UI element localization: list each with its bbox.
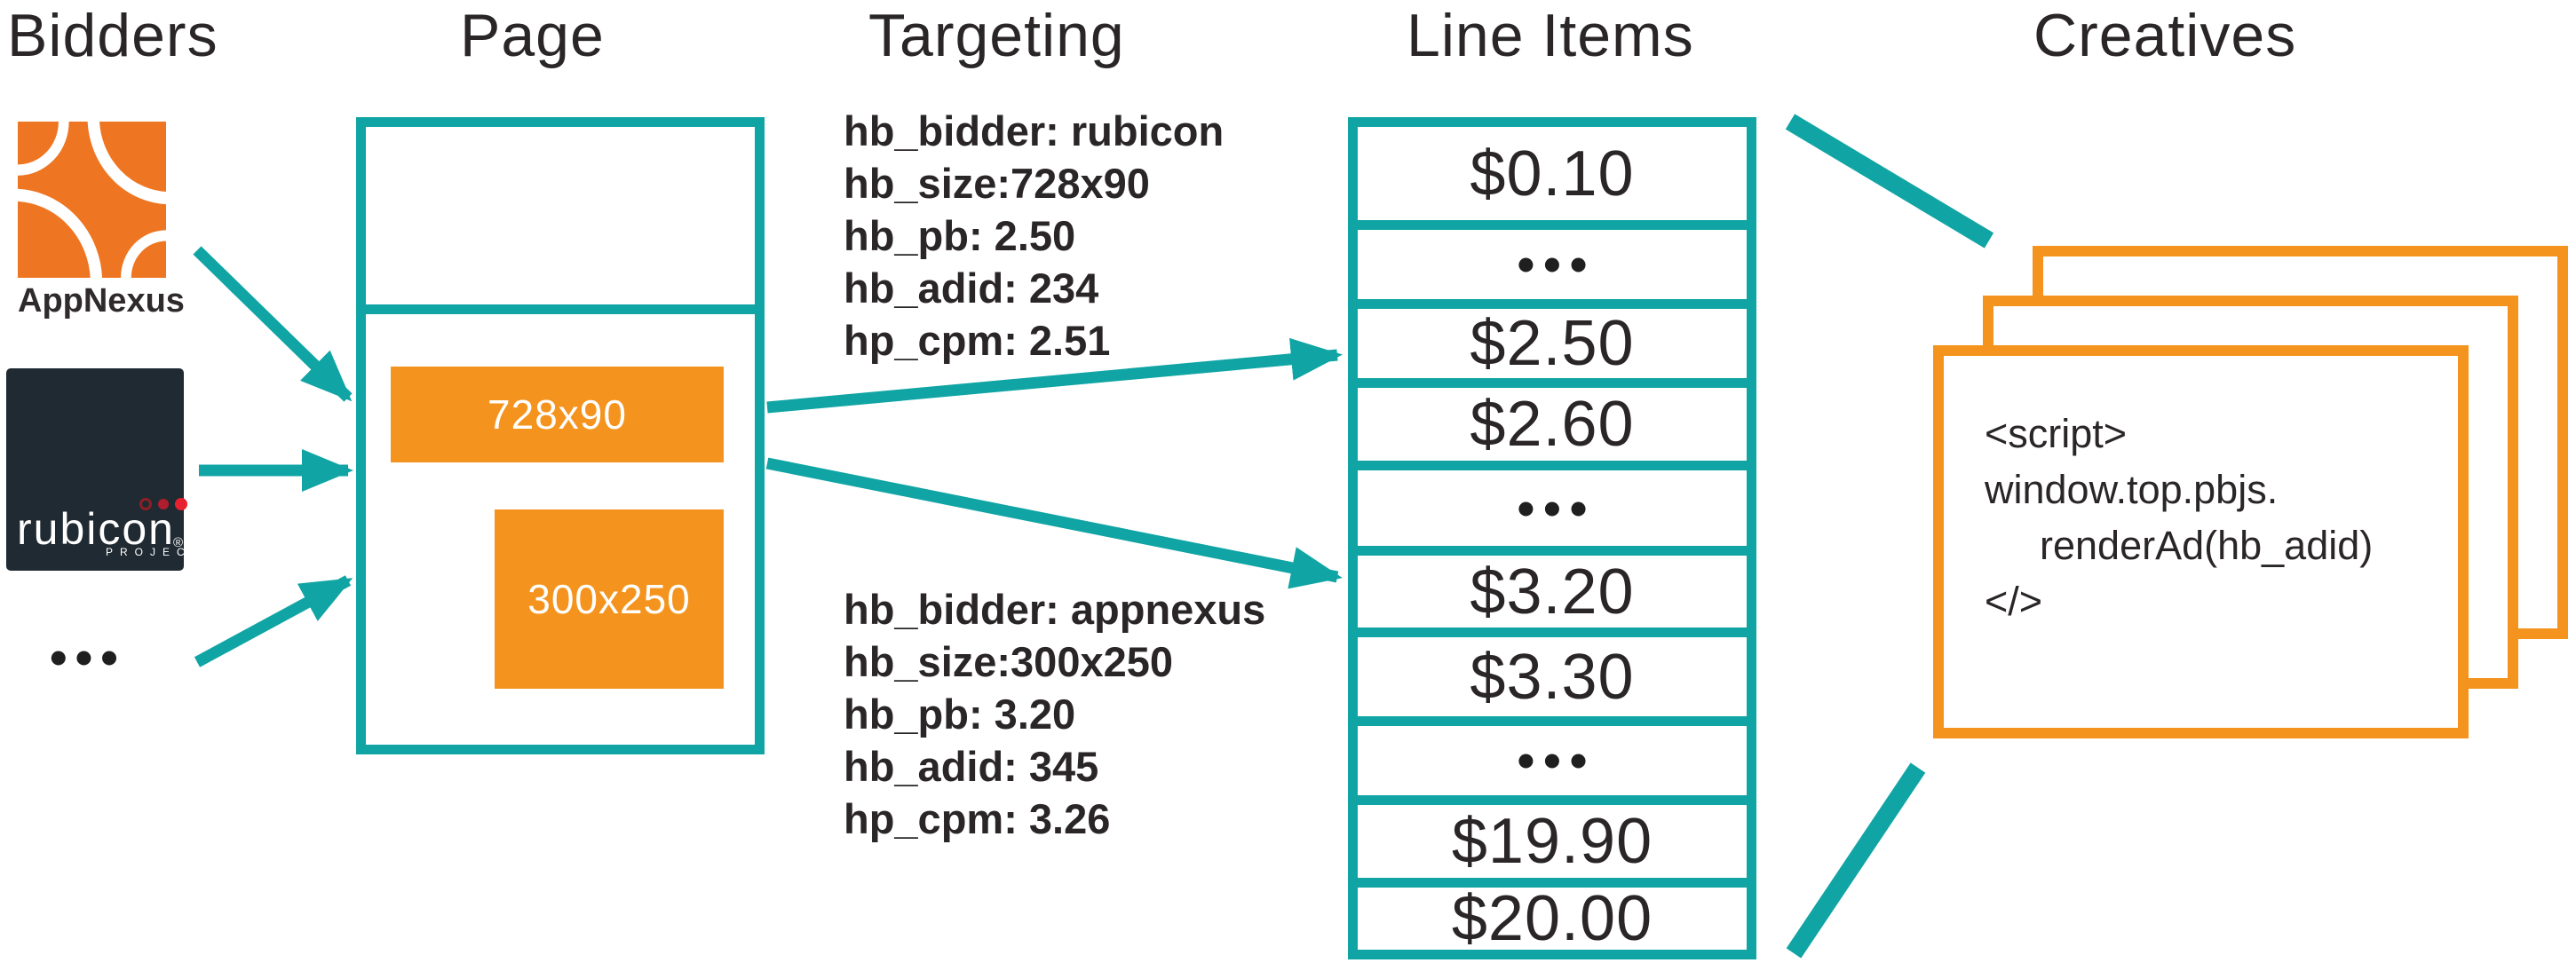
page-box: 728x90 300x250: [356, 117, 765, 754]
more-bidders-ellipsis: •••: [50, 629, 126, 685]
arrow-more-bidders-to-page: [194, 575, 353, 667]
script-line: <script>: [1985, 411, 2128, 456]
line-item-row: $3.30: [1358, 637, 1747, 716]
line-item-row: $19.90: [1358, 805, 1747, 878]
column-title-bidders: Bidders: [7, 2, 218, 69]
targeting-block-appnexus: hb_bidder: appnexus hb_size:300x250 hb_p…: [844, 583, 1265, 845]
line-items-table: $0.10 ••• $2.50 $2.60 ••• $3.20 $3.30 ••…: [1348, 117, 1756, 959]
rubicon-dot-icon: [139, 498, 152, 510]
column-title-creatives: Creatives: [2033, 2, 2297, 69]
targeting-line: hb_adid: 234: [844, 264, 1099, 312]
line-item-price: $2.60: [1470, 389, 1635, 460]
arrow-appnexus-to-page: [193, 246, 353, 402]
line-item-ellipsis: •••: [1517, 236, 1597, 292]
line-item-price: $19.90: [1451, 806, 1653, 877]
rubicon-project-label: PROJECT: [106, 546, 206, 558]
targeting-line: hp_cpm: 3.26: [844, 795, 1111, 842]
line-item-ellipsis: •••: [1517, 732, 1597, 788]
script-line: </>: [1985, 579, 2043, 624]
targeting-line: hp_cpm: 2.51: [844, 317, 1111, 364]
line-item-price: $3.20: [1470, 556, 1635, 628]
line-item-row: $0.10: [1358, 127, 1747, 220]
script-line: renderAd(hb_adid): [2040, 523, 2374, 568]
connector-table-to-creatives-top: [1785, 114, 1994, 249]
page-header-divider: [366, 304, 755, 314]
arrow-page-to-line-item-320: [765, 457, 1343, 589]
rubicon-dot-icon: [175, 498, 187, 510]
ad-slot-728x90-label: 728x90: [487, 391, 627, 438]
line-item-price: $20.00: [1451, 883, 1653, 954]
rubicon-dots-icon: [139, 498, 187, 510]
appnexus-logo-icon: [18, 122, 166, 278]
column-title-page: Page: [460, 2, 605, 69]
line-item-row: •••: [1358, 230, 1747, 299]
rubicon-dot-icon: [158, 499, 169, 509]
connector-table-to-creatives-bottom: [1786, 762, 1926, 959]
line-item-price: $0.10: [1470, 138, 1635, 209]
column-title-targeting: Targeting: [868, 2, 1125, 69]
line-item-row: $2.50: [1358, 309, 1747, 378]
ad-slot-300x250: 300x250: [495, 509, 724, 689]
targeting-line: hb_bidder: rubicon: [844, 107, 1225, 154]
line-item-row: $3.20: [1358, 556, 1747, 628]
targeting-line: hb_pb: 2.50: [844, 212, 1076, 259]
column-title-line-items: Line Items: [1407, 2, 1694, 69]
creative-card-front: <script> window.top.pbjs. renderAd(hb_ad…: [1933, 345, 2469, 738]
line-item-ellipsis: •••: [1517, 479, 1597, 536]
line-item-row: •••: [1358, 726, 1747, 795]
creative-script-snippet: <script> window.top.pbjs. renderAd(hb_ad…: [1985, 406, 2373, 629]
rubicon-logo: rubicon ® PROJECT: [6, 368, 198, 571]
ad-slot-728x90: 728x90: [391, 367, 724, 462]
line-item-row: •••: [1358, 470, 1747, 546]
line-item-row: $20.00: [1358, 883, 1747, 954]
ad-slot-300x250-label: 300x250: [527, 576, 691, 622]
targeting-line: hb_adid: 345: [844, 743, 1099, 790]
line-item-price: $3.30: [1470, 641, 1635, 713]
targeting-line: hb_size:300x250: [844, 638, 1174, 685]
line-item-price: $2.50: [1470, 308, 1635, 379]
rubicon-registered-mark: ®: [173, 535, 184, 550]
line-item-row: $2.60: [1358, 388, 1747, 461]
appnexus-label: AppNexus: [18, 282, 185, 320]
rubicon-wordmark: rubicon: [17, 504, 175, 554]
targeting-line: hb_bidder: appnexus: [844, 586, 1266, 633]
targeting-block-rubicon: hb_bidder: rubicon hb_size:728x90 hb_pb:…: [844, 105, 1224, 367]
script-line: window.top.pbjs.: [1985, 467, 2279, 512]
targeting-line: hb_size:728x90: [844, 160, 1150, 207]
targeting-line: hb_pb: 3.20: [844, 691, 1076, 738]
